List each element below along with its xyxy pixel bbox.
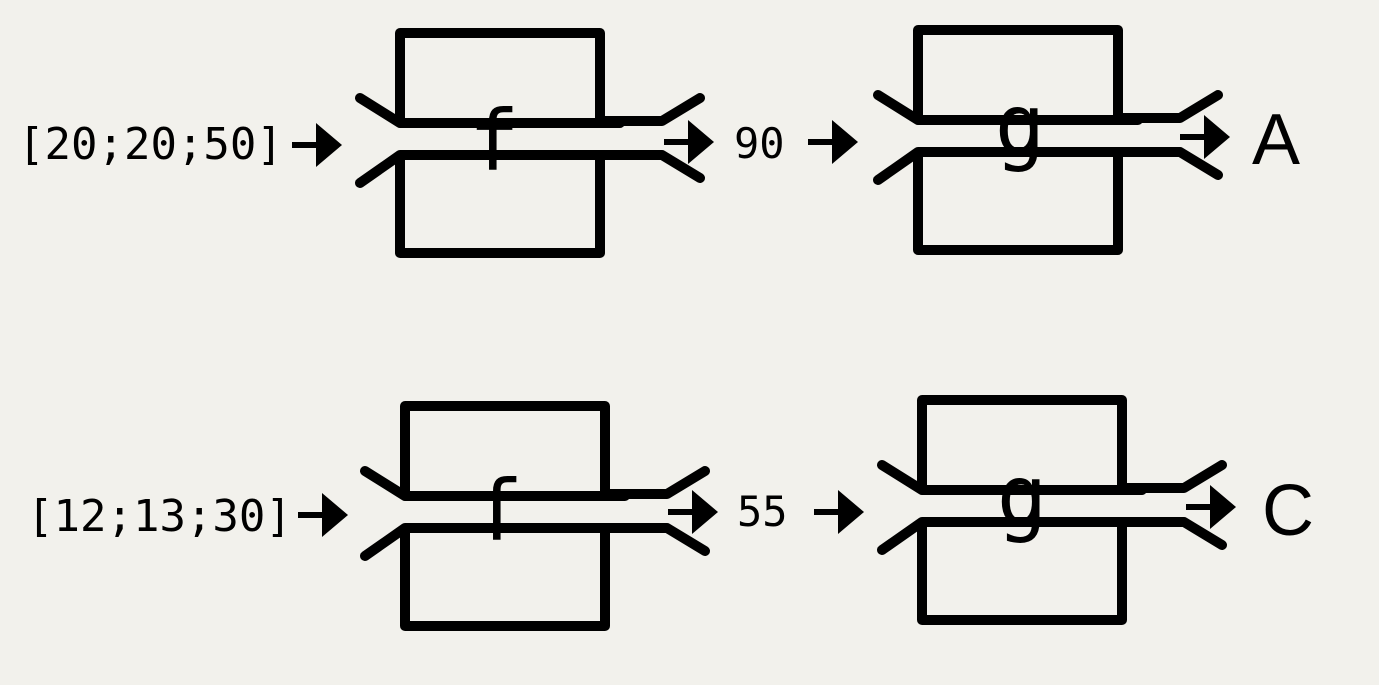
function-f-block: f bbox=[360, 33, 700, 253]
function-f-box bbox=[365, 406, 705, 626]
input-arrow bbox=[298, 493, 348, 537]
function-f-label: f bbox=[473, 462, 524, 560]
function-g-label: g bbox=[995, 76, 1046, 174]
function-g-label: g bbox=[997, 447, 1048, 545]
function-f-block: f bbox=[365, 406, 705, 626]
function-f-box bbox=[360, 33, 700, 253]
g-input-arrow bbox=[814, 490, 864, 534]
pipeline-row-2: [12;13;30] f 55 g C bbox=[27, 400, 1314, 626]
g-input-arrow bbox=[808, 120, 858, 164]
pipeline-row-1: [20;20;50] f 90 g A bbox=[18, 30, 1300, 253]
intermediate-value-label: 90 bbox=[734, 119, 785, 168]
output-class-label: A bbox=[1252, 100, 1300, 180]
intermediate-value-label: 55 bbox=[737, 487, 788, 536]
input-vector-label: [20;20;50] bbox=[18, 119, 283, 170]
input-vector-label: [12;13;30] bbox=[27, 491, 292, 542]
function-g-block: g bbox=[882, 400, 1222, 620]
function-g-block: g bbox=[878, 30, 1218, 250]
output-class-label: C bbox=[1262, 471, 1314, 551]
function-g-box bbox=[878, 30, 1218, 250]
input-arrow bbox=[292, 123, 342, 167]
function-g-box bbox=[882, 400, 1222, 620]
function-f-label: f bbox=[469, 92, 520, 190]
